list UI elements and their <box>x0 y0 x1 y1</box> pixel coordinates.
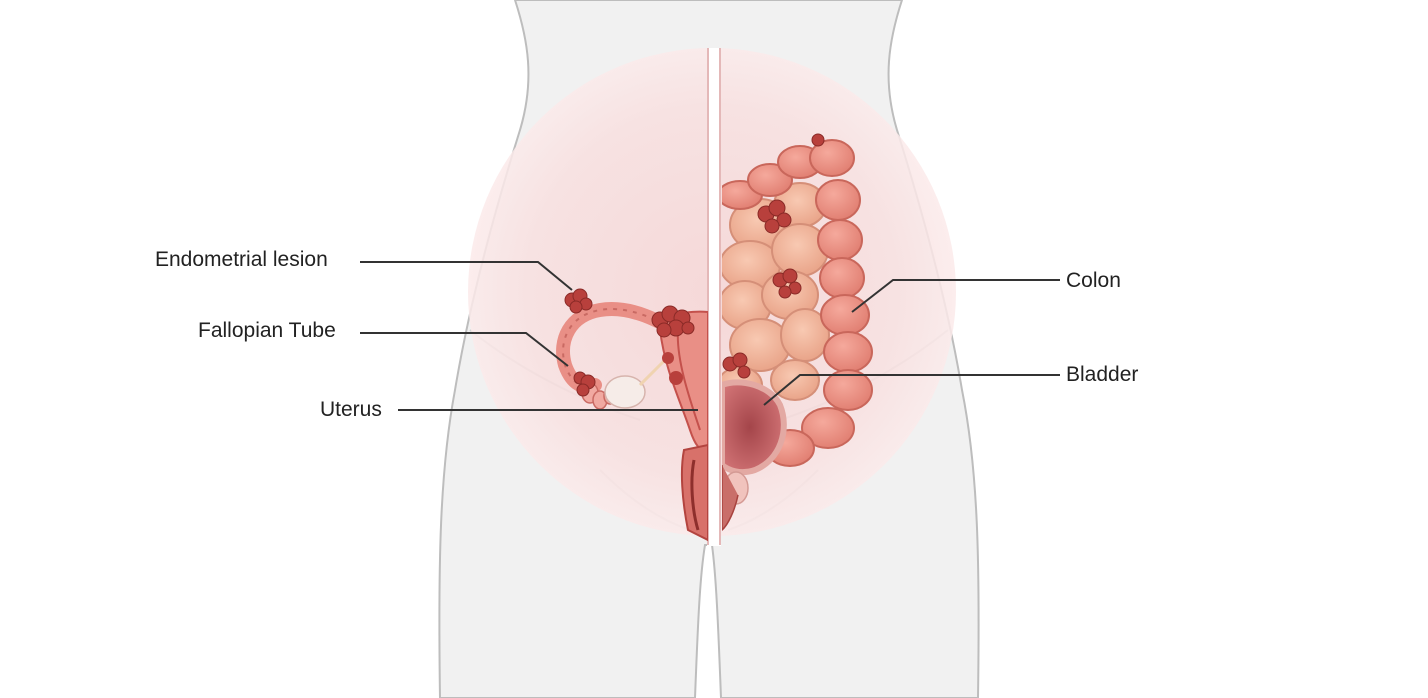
leader-bladder <box>763 374 1060 406</box>
center-divider <box>707 48 721 546</box>
lesion-bladder-top <box>722 352 751 379</box>
label-colon: Colon <box>1066 269 1121 292</box>
endometrial-lesions-left <box>564 288 695 397</box>
intestines <box>722 139 873 531</box>
label-fallopian-tube: Fallopian Tube <box>198 319 336 342</box>
bladder-shape <box>722 379 787 476</box>
label-bladder: Bladder <box>1066 363 1139 386</box>
lesion-uterus-top <box>651 305 695 338</box>
label-uterus: Uterus <box>320 398 382 421</box>
leader-colon <box>851 279 1060 313</box>
lesion-colon-mid <box>772 268 802 299</box>
lesion-tube-end <box>573 371 596 397</box>
leader-endometrial-lesion <box>360 261 573 291</box>
lesion-tube-top <box>564 288 593 314</box>
lesion-colon-top <box>757 199 792 234</box>
label-endometrial-lesion: Endometrial lesion <box>155 248 328 271</box>
leader-lines <box>360 261 1060 411</box>
endometrial-lesions-right <box>722 133 825 379</box>
leader-fallopian-tube <box>360 332 569 367</box>
